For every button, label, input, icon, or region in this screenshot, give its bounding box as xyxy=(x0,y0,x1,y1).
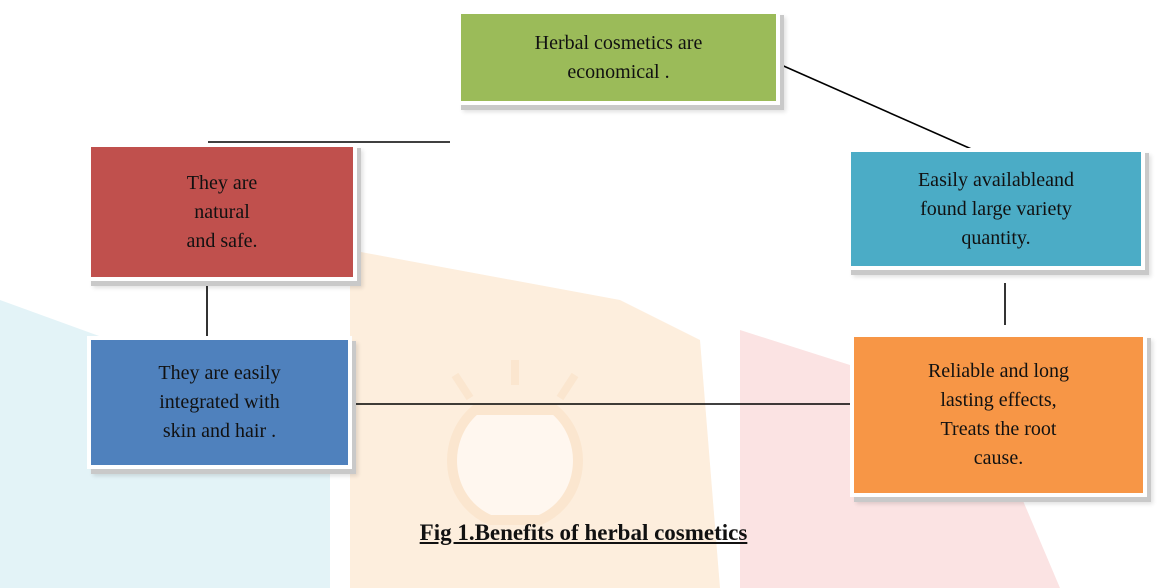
node-easily-available: Easily availableand found large variety … xyxy=(847,148,1145,270)
node-reliable-text: Reliable and long lasting effects, Treat… xyxy=(927,360,1070,469)
watermark-rays xyxy=(451,360,579,401)
node-natural-safe-text: They are natural and safe. xyxy=(186,171,258,252)
node-economical: Herbal cosmetics are economical . xyxy=(457,10,780,105)
node-reliable: Reliable and long lasting effects, Treat… xyxy=(850,333,1147,497)
figure-caption: Fig 1.Benefits of herbal cosmetics xyxy=(419,520,748,545)
node-easily-available-text: Easily availableand found large variety … xyxy=(917,168,1075,249)
node-natural-safe: They are natural and safe. xyxy=(87,143,357,281)
node-economical-text: Herbal cosmetics are economical . xyxy=(534,31,703,83)
node-integrated: They are easily integrated with skin and… xyxy=(87,336,352,469)
node-integrated-text: They are easily integrated with skin and… xyxy=(158,362,281,442)
watermark-bulb-icon xyxy=(447,405,583,525)
connector-economical-to-available xyxy=(769,59,986,156)
